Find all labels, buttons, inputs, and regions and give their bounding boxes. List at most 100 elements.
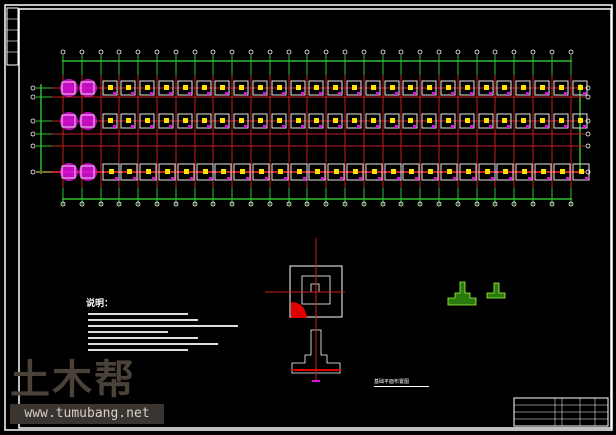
axis-bubble bbox=[436, 201, 442, 207]
footing-outline bbox=[120, 163, 138, 181]
axis-bubble bbox=[79, 201, 85, 207]
footing-tag bbox=[507, 92, 510, 95]
footing-outline bbox=[120, 113, 136, 129]
footing-outline bbox=[271, 113, 287, 129]
footing-tag bbox=[413, 92, 416, 95]
footing-tag bbox=[340, 177, 343, 180]
footing-tag bbox=[395, 92, 398, 95]
axis-bubble bbox=[398, 49, 404, 55]
axis-bubble bbox=[210, 201, 216, 207]
special-footing bbox=[79, 163, 97, 181]
axis-bubble bbox=[267, 49, 273, 55]
note-text-line bbox=[88, 325, 238, 327]
column-mark bbox=[146, 169, 151, 174]
footing-outline bbox=[177, 163, 195, 181]
footing-outline bbox=[365, 80, 381, 96]
footing-tag bbox=[113, 125, 116, 128]
column-mark bbox=[165, 169, 170, 174]
footing-tag bbox=[263, 92, 266, 95]
footing-outline bbox=[196, 113, 212, 129]
column-mark bbox=[109, 169, 114, 174]
axis-bubble bbox=[304, 201, 310, 207]
column-mark bbox=[353, 169, 358, 174]
footing-outline bbox=[290, 113, 306, 129]
column-mark bbox=[540, 118, 545, 123]
special-footing bbox=[79, 79, 97, 97]
column-mark bbox=[126, 85, 131, 90]
column-mark bbox=[578, 118, 583, 123]
footing-tag bbox=[583, 92, 586, 95]
axis-bubble bbox=[492, 201, 498, 207]
column-mark bbox=[239, 85, 244, 90]
footing-outline bbox=[553, 80, 569, 96]
column-mark bbox=[352, 85, 357, 90]
footing-tag bbox=[207, 125, 210, 128]
footing-tag bbox=[564, 125, 567, 128]
footing-tag bbox=[225, 125, 228, 128]
special-footing bbox=[60, 79, 78, 97]
footing-tag bbox=[284, 177, 287, 180]
axis-bubble bbox=[173, 201, 179, 207]
column-mark bbox=[184, 169, 189, 174]
column-mark bbox=[239, 118, 244, 123]
footing-tag bbox=[246, 177, 249, 180]
footing-outline bbox=[346, 163, 364, 181]
footing-tag bbox=[207, 92, 210, 95]
footing-tag bbox=[301, 92, 304, 95]
axis-bubble bbox=[30, 94, 36, 100]
axis-bubble bbox=[342, 201, 348, 207]
axis-bubble bbox=[79, 49, 85, 55]
footing-outline bbox=[534, 80, 550, 96]
footing-outline bbox=[61, 81, 76, 95]
special-footing bbox=[60, 163, 78, 181]
column-mark bbox=[408, 85, 413, 90]
footing-outline bbox=[139, 163, 157, 181]
footing-tag bbox=[378, 177, 381, 180]
special-footing bbox=[60, 112, 78, 130]
axis-bubble bbox=[267, 201, 273, 207]
axis-bubble bbox=[342, 49, 348, 55]
footing-outline bbox=[496, 163, 514, 181]
footing-outline bbox=[196, 80, 212, 96]
axis-bubble bbox=[229, 49, 235, 55]
axis-bubble bbox=[417, 201, 423, 207]
watermark-logo: 土木帮 bbox=[10, 357, 136, 403]
axis-bubble bbox=[455, 201, 461, 207]
footing-outline bbox=[346, 80, 362, 96]
footing-outline bbox=[402, 163, 420, 181]
note-text-line bbox=[88, 337, 198, 339]
column-mark bbox=[427, 118, 432, 123]
axis-bubble bbox=[60, 201, 66, 207]
footing-outline bbox=[496, 113, 512, 129]
footing-tag bbox=[566, 177, 569, 180]
footing-outline bbox=[290, 163, 308, 181]
footing-tag bbox=[301, 125, 304, 128]
column-mark bbox=[484, 85, 489, 90]
footing-tag bbox=[319, 92, 322, 95]
column-mark bbox=[428, 169, 433, 174]
column-mark bbox=[371, 118, 376, 123]
footing-outline bbox=[177, 113, 193, 129]
column-mark bbox=[145, 118, 150, 123]
axis-bubble bbox=[585, 118, 591, 124]
footing-outline bbox=[233, 80, 249, 96]
footing-outline bbox=[252, 163, 270, 181]
footing-tag bbox=[244, 125, 247, 128]
footing-outline bbox=[308, 80, 324, 96]
footing-outline bbox=[515, 80, 531, 96]
footing-outline bbox=[158, 80, 174, 96]
column-mark bbox=[579, 169, 584, 174]
axis-bubble bbox=[98, 201, 104, 207]
footing-tag bbox=[526, 125, 529, 128]
footing-outline bbox=[384, 113, 400, 129]
column-mark bbox=[372, 169, 377, 174]
footing-outline bbox=[80, 114, 95, 128]
footing-outline bbox=[158, 113, 174, 129]
axis-bubble bbox=[585, 85, 591, 91]
footing-outline bbox=[61, 165, 76, 179]
footing-tag bbox=[434, 177, 437, 180]
footing-outline bbox=[421, 80, 437, 96]
footing-outline bbox=[214, 113, 230, 129]
footing-outline bbox=[177, 80, 193, 96]
